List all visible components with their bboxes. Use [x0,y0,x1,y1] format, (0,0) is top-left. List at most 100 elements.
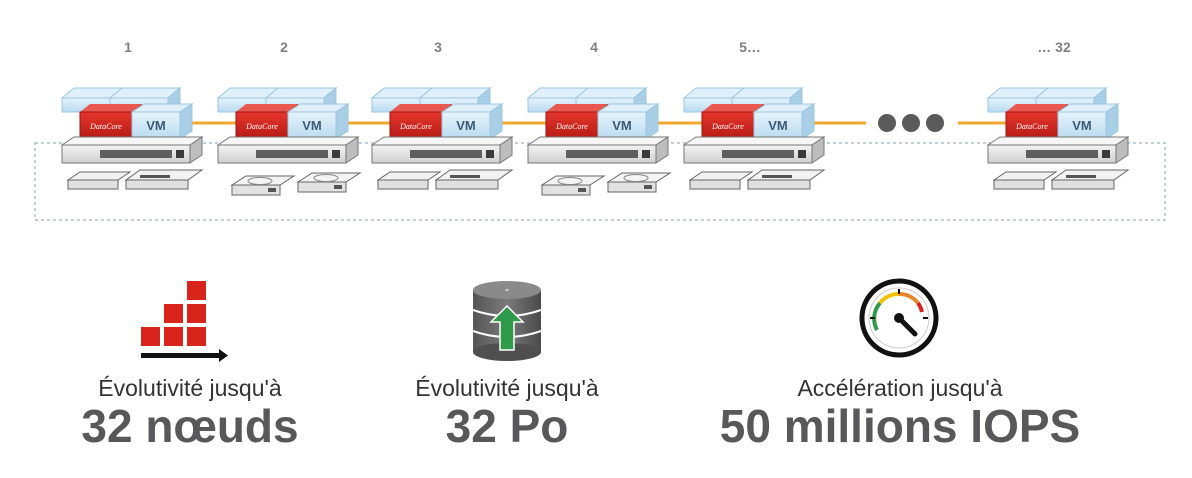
vm-box-side [489,103,503,140]
datacore-box [701,111,755,140]
expansion-card [125,179,189,190]
node: 5… DataCore VM [682,39,826,190]
server-side [811,136,825,164]
node-number-label: … 32 [1037,39,1071,55]
expansion-card [376,171,442,181]
datacore-logo-text: DataCore [89,122,122,131]
datacore-logo-text: DataCore [1015,122,1048,131]
vm-label: VM [768,118,788,133]
datacore-logo-text: DataCore [555,122,588,131]
expansion-card [1051,179,1115,190]
vm-box-side [801,103,815,140]
database-upload-icon [472,281,542,361]
server-top [60,136,204,146]
server-drive-bay [410,150,482,158]
node-number-label: 3 [434,39,442,55]
disk-drive [607,181,657,193]
server-top [986,136,1130,146]
stat-nodes-label: Évolutivité jusqu'à [98,375,282,401]
datacore-box-top [546,104,608,112]
vm-label: VM [612,118,632,133]
disk-platter [247,177,273,185]
vm-label: VM [146,118,166,133]
card-chip [762,175,792,178]
datacore-box-top [1006,104,1068,112]
disk-led [334,185,342,189]
disk-led [268,188,276,192]
server-button [332,150,340,158]
server-button [642,150,650,158]
server-button [486,150,494,158]
vm-box [1057,111,1107,140]
vm-box [287,111,337,140]
node-number-label: 5… [739,39,761,55]
ellipsis-dot [878,114,896,132]
server-side [499,136,513,164]
vm-box-side [645,103,659,140]
vm-box-side [179,103,193,140]
disk-drive [231,184,281,196]
datacore-logo-text: DataCore [399,122,432,131]
vm-box [597,111,647,140]
stat-nodes-value: 32 nœuds [81,400,299,452]
stat-capacity-label: Évolutivité jusqu'à [415,375,599,401]
server-button [798,150,806,158]
server-button [176,150,184,158]
stat-iops-value: 50 millions IOPS [719,400,1081,452]
server-drive-bay [256,150,328,158]
node-number-label: 1 [124,39,132,55]
server-button [1102,150,1110,158]
datacore-box [1005,111,1059,140]
disk-drive [541,184,591,196]
vm-box [753,111,803,140]
expansion-card [993,179,1045,190]
scale-bars-icon [141,281,228,362]
server-drive-bay [100,150,172,158]
expansion-card [992,171,1058,181]
datacore-box [545,111,599,140]
stat-capacity-value: 32 Po [445,400,569,452]
datacore-logo-text: DataCore [711,122,744,131]
server-top [682,136,826,146]
expansion-card [67,179,119,190]
expansion-card [688,171,754,181]
datacore-box-top [80,104,142,112]
server-top [370,136,514,146]
stat-iops-label: Accélération jusqu'à [797,375,1003,401]
expansion-card [377,179,429,190]
disk-platter [557,177,583,185]
expansion-card [747,179,811,190]
expansion-card [689,179,741,190]
datacore-box [79,111,133,140]
server-top [526,136,670,146]
card-chip [450,175,480,178]
server-side [189,136,203,164]
server-side [655,136,669,164]
speedometer-icon [859,278,939,358]
datacore-box [235,111,289,140]
ellipsis-dots [878,114,944,132]
server-drive-bay [722,150,794,158]
disk-led [644,185,652,189]
server-drive-bay [566,150,638,158]
vm-box-side [1105,103,1119,140]
expansion-card [435,179,499,190]
disk-platter [623,174,649,182]
vm-label: VM [1072,118,1092,133]
datacore-box-top [702,104,764,112]
vm-label: VM [302,118,322,133]
node: … 32 DataCore VM [986,39,1130,190]
card-chip [1066,175,1096,178]
vm-label: VM [456,118,476,133]
server-side [1115,136,1129,164]
vm-box-side [335,103,349,140]
disk-platter [313,174,339,182]
card-chip [140,175,170,178]
node-number-label: 4 [590,39,598,55]
disk-drive [297,181,347,193]
